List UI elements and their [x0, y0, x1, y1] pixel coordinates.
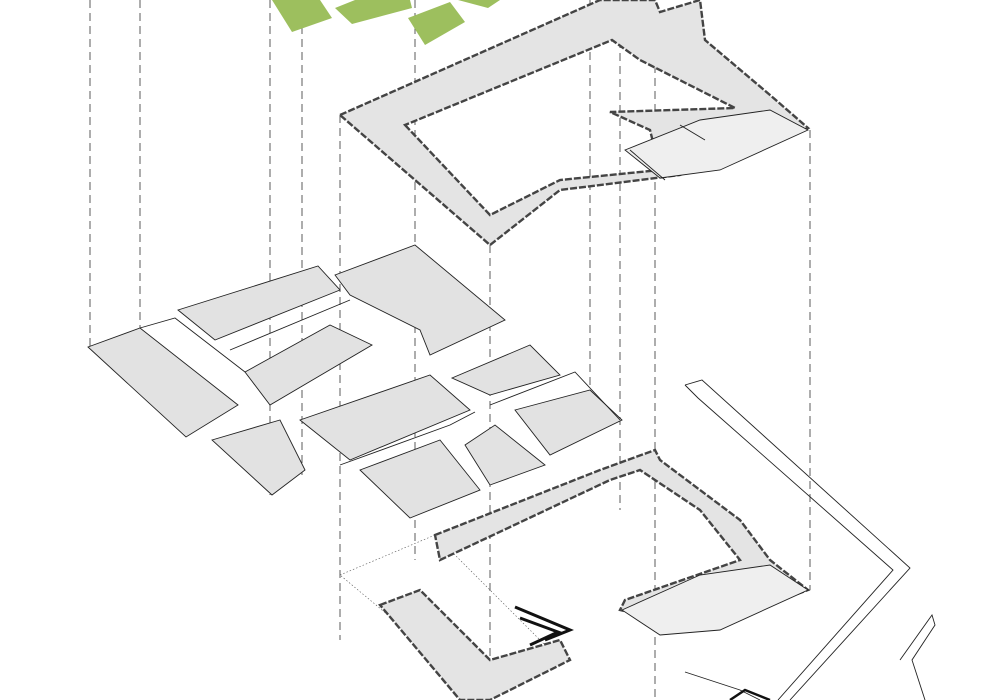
- black-ramp: [514, 605, 574, 642]
- green-roof-layer: [272, 0, 500, 45]
- upper-floor-ring: [337, 0, 811, 247]
- ground-floor-plan: [339, 448, 811, 700]
- roof-block: [464, 424, 546, 486]
- roof-block: [211, 419, 306, 496]
- roof-block: [87, 327, 239, 438]
- stair: [679, 124, 706, 141]
- chapel-wing: [624, 109, 810, 179]
- road-edge: [684, 379, 911, 700]
- green-area: [408, 2, 465, 45]
- green-area: [272, 0, 332, 32]
- black-ramp: [519, 616, 562, 647]
- lane-outline: [139, 317, 246, 373]
- roof-block: [177, 265, 341, 341]
- lane-outline: [339, 411, 476, 466]
- roof-blocks-layer: [87, 244, 623, 519]
- stair: [629, 149, 666, 181]
- ground-floor-wing-south: [377, 588, 572, 700]
- lane-outline: [229, 299, 351, 351]
- road-edge: [899, 613, 936, 700]
- site-road-outline: [684, 379, 936, 700]
- upper-floor-plan: [337, 0, 811, 247]
- roof-block: [299, 374, 471, 461]
- roof-block: [450, 344, 561, 396]
- roof-block: [359, 439, 481, 519]
- black-structure: [729, 688, 771, 700]
- road-edge: [684, 671, 761, 700]
- roof-block: [334, 244, 506, 356]
- roof-block: [244, 324, 373, 406]
- roof-block: [514, 389, 623, 456]
- green-area: [335, 0, 412, 24]
- road-edge: [684, 384, 894, 700]
- lane-outline: [489, 371, 621, 421]
- green-area: [458, 0, 500, 8]
- chapel-wing: [621, 564, 809, 636]
